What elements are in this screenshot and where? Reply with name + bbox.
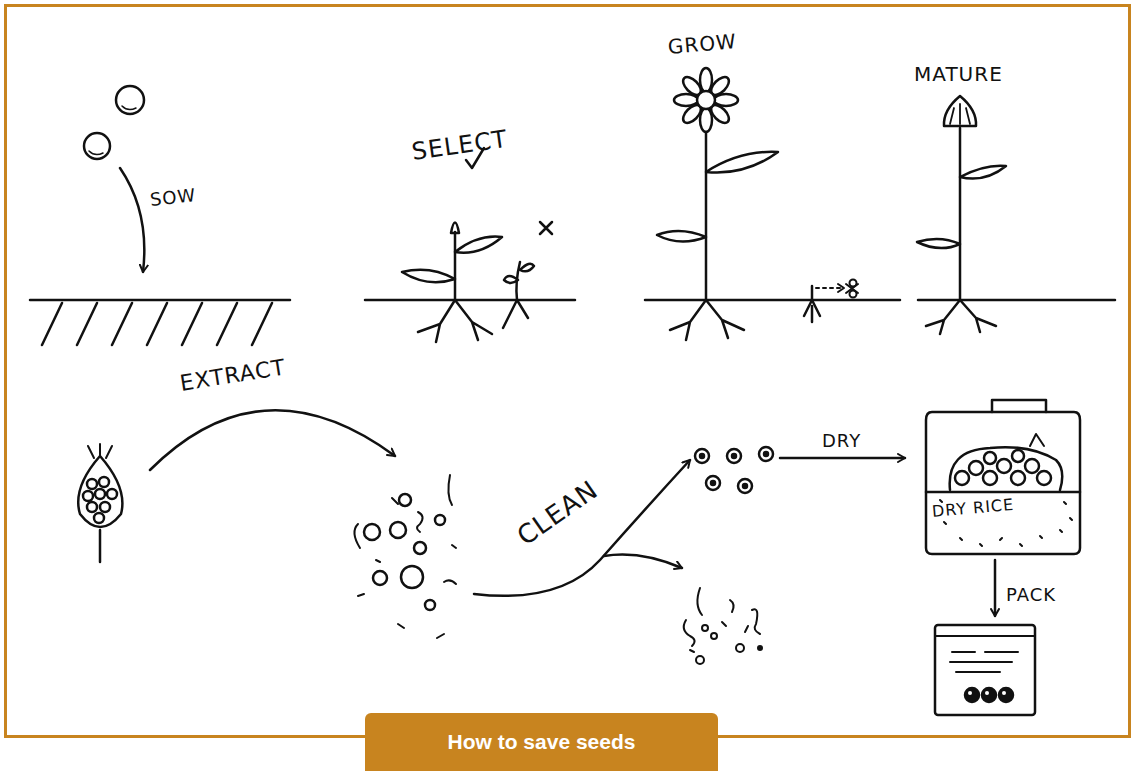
step-label: MATURE bbox=[914, 62, 1003, 86]
seed-packet bbox=[935, 625, 1035, 715]
step-label: EXTRACT bbox=[178, 354, 287, 395]
seed-pod bbox=[78, 444, 122, 562]
clean-seeds bbox=[695, 447, 773, 493]
step-label: DRY RICE bbox=[931, 495, 1015, 521]
soil bbox=[30, 300, 290, 345]
clean-arrow-branch bbox=[604, 555, 682, 569]
step-label: CLEAN bbox=[511, 475, 603, 552]
frame-border bbox=[4, 4, 1131, 738]
mature-plant bbox=[917, 96, 1115, 334]
sow-seeds bbox=[84, 86, 144, 159]
step-label: GROW bbox=[667, 29, 738, 59]
dry-arrow bbox=[780, 457, 905, 460]
cross-mark bbox=[540, 222, 552, 234]
flowering-plant bbox=[645, 68, 900, 340]
chaff bbox=[684, 588, 762, 664]
sow-arrow bbox=[120, 168, 144, 272]
step-label: DRY bbox=[822, 430, 861, 451]
select-plants bbox=[365, 148, 575, 342]
caption: How to save seeds bbox=[448, 730, 636, 754]
step-label: SELECT bbox=[410, 124, 509, 165]
clean-arrow bbox=[474, 460, 690, 596]
seed-debris bbox=[354, 475, 456, 638]
caption-box: How to save seeds bbox=[365, 713, 718, 771]
pack-arrow bbox=[994, 560, 997, 616]
jar bbox=[926, 400, 1080, 554]
step-label: SOW bbox=[149, 184, 197, 210]
extract-arrow bbox=[150, 410, 395, 470]
step-label: PACK bbox=[1006, 584, 1056, 605]
